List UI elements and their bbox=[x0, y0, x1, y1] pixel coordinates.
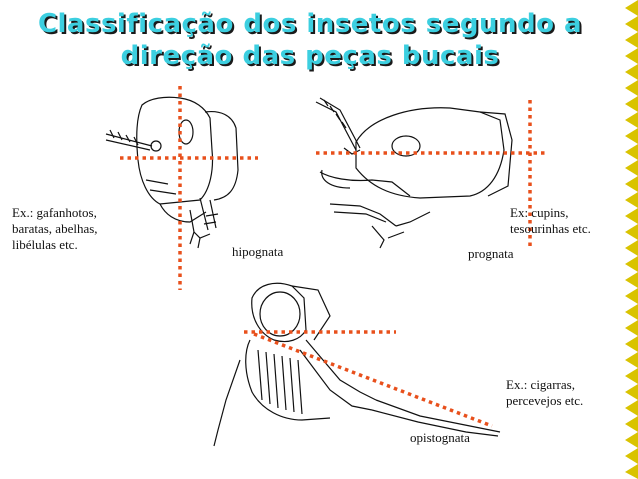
slide-title-line1: Classificação dos insetos segundo a bbox=[37, 9, 583, 39]
hipognata-examples: Ex.: gafanhotos, baratas, abelhas, libél… bbox=[12, 205, 98, 252]
opistognata-oblique-axis bbox=[253, 332, 493, 428]
opistognata-examples: Ex.: cigarras, percevejos etc. bbox=[506, 377, 584, 408]
hipognata-head-drawing bbox=[105, 96, 239, 249]
prognata-examples: Ex: cupins, tesourinhas etc. bbox=[510, 205, 591, 236]
hipognata-caption: hipognata bbox=[232, 244, 284, 259]
slide-title: Classificação dos insetos segundo a dire… bbox=[20, 8, 600, 72]
opistognata-head-drawing bbox=[213, 282, 501, 447]
prognata-head-drawing bbox=[315, 97, 513, 249]
slide-title-line2: direção das peças bucais bbox=[120, 41, 500, 71]
zigzag-border-decoration bbox=[625, 0, 638, 479]
opistognata-caption: opistognata bbox=[410, 430, 470, 445]
prognata-caption: prognata bbox=[468, 246, 514, 261]
